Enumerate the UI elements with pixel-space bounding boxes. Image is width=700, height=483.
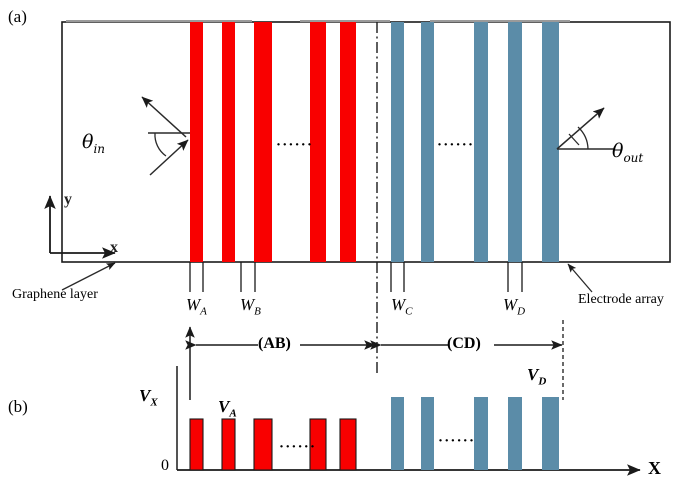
panel-b-axes bbox=[176, 366, 641, 476]
wd-subscript: D bbox=[517, 305, 526, 318]
vd-letter: V bbox=[527, 365, 539, 384]
panel-b-red-ellipsis: ······ bbox=[279, 439, 317, 455]
period-label-cd: (CD) bbox=[447, 335, 481, 352]
panel-b-tag: (b) bbox=[8, 397, 28, 416]
width-label-wa: WA bbox=[186, 296, 207, 317]
wb-subscript: B bbox=[254, 305, 261, 318]
theta-out-label: θout bbox=[612, 142, 643, 164]
period-label-ab: (AB) bbox=[258, 335, 291, 352]
wa-letter: W bbox=[186, 295, 201, 314]
panel-a-red-ellipsis: ······ bbox=[276, 137, 314, 153]
theta-in-subscript: in bbox=[93, 141, 106, 156]
blue-electrode-stripes bbox=[391, 22, 559, 262]
va-letter: V bbox=[218, 397, 230, 416]
panel-b-red-bars bbox=[189, 418, 357, 471]
axis-x-label: x bbox=[110, 239, 118, 256]
width-label-wd: WD bbox=[503, 296, 525, 317]
electrode-array-annotation: Electrode array bbox=[578, 292, 664, 307]
theta-out-subscript: out bbox=[623, 150, 644, 165]
va-subscript: A bbox=[229, 407, 237, 420]
width-label-wb: WB bbox=[240, 296, 261, 317]
panel-b-va-label: VA bbox=[218, 398, 237, 419]
vx-letter: V bbox=[139, 386, 151, 405]
vd-subscript: D bbox=[538, 375, 547, 388]
theta-in-label: θin bbox=[82, 133, 105, 155]
wd-letter: W bbox=[503, 295, 518, 314]
width-label-wc: WC bbox=[391, 296, 413, 317]
wb-letter: W bbox=[240, 295, 255, 314]
panel-b-blue-ellipsis: ······ bbox=[438, 433, 476, 449]
vx-subscript: X bbox=[150, 396, 158, 409]
width-tick-marks bbox=[189, 262, 523, 292]
panel-a-blue-ellipsis: ······ bbox=[437, 137, 475, 153]
theta-out-symbol: θ bbox=[612, 140, 624, 162]
wc-letter: W bbox=[391, 295, 406, 314]
wc-subscript: C bbox=[405, 305, 413, 318]
electrode-array-leader bbox=[567, 263, 593, 293]
panel-a-tag: (a) bbox=[8, 7, 27, 26]
panel-b-x-axis-label: X bbox=[648, 458, 661, 478]
wa-subscript: A bbox=[200, 305, 207, 318]
exit-angle-diagram bbox=[556, 107, 614, 150]
panel-b-blue-bars bbox=[391, 397, 559, 470]
panel-b-vd-label: VD bbox=[527, 366, 546, 387]
graphene-layer-annotation: Graphene layer bbox=[12, 287, 98, 302]
theta-in-symbol: θ bbox=[82, 131, 94, 153]
red-electrode-stripes bbox=[190, 22, 356, 262]
panel-b-y-axis-label: VX bbox=[139, 387, 158, 408]
axis-y-label: y bbox=[64, 191, 72, 208]
period-span-arrows bbox=[185, 326, 563, 400]
coordinate-axes bbox=[44, 195, 116, 259]
panel-b-origin-label: 0 bbox=[161, 457, 169, 474]
graphene-layer-leader bbox=[61, 262, 116, 291]
graphene-layer-frame bbox=[61, 20, 671, 263]
incidence-angle-diagram bbox=[141, 96, 190, 176]
